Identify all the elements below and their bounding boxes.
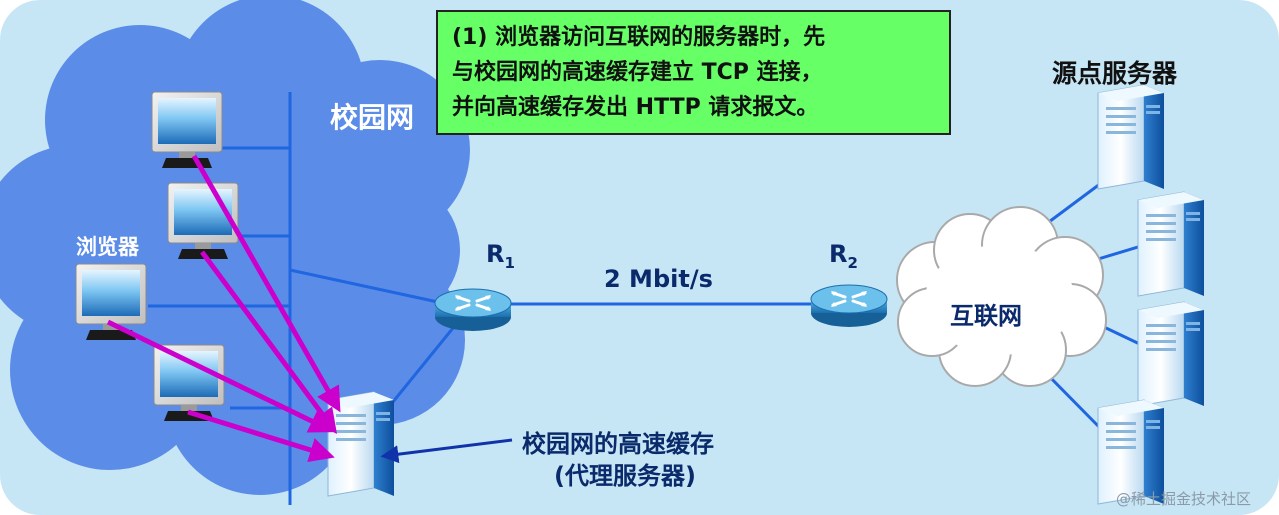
- browser-label: 浏览器: [76, 235, 139, 259]
- router-r2-icon: [809, 283, 889, 329]
- router-r2-letter: R: [829, 240, 848, 268]
- campus-network-label: 校园网: [330, 101, 415, 134]
- cache-label-line-1: 校园网的高速缓存: [522, 430, 714, 458]
- router-r1-label: R1: [486, 240, 515, 272]
- origin-server-label: 源点服务器: [1052, 59, 1178, 88]
- watermark: @稀土掘金技术社区: [1116, 490, 1252, 508]
- step-note: (1) 浏览器访问互联网的服务器时，先 与校园网的高速缓存建立 TCP 连接， …: [436, 10, 951, 135]
- cache-pointer-arrow: [380, 438, 513, 464]
- internet-cloud: [896, 206, 1107, 387]
- note-line-2: 与校园网的高速缓存建立 TCP 连接，: [452, 60, 823, 85]
- cache-label-line-2: (代理服务器): [554, 462, 696, 490]
- origin-server-icon: [1137, 301, 1205, 407]
- router-r1-subscript: 1: [504, 253, 515, 272]
- router-r2-label: R2: [829, 240, 858, 272]
- router-r1-letter: R: [486, 240, 505, 268]
- router-r2-subscript: 2: [847, 253, 858, 272]
- link-speed-label: 2 Mbit/s: [604, 265, 713, 293]
- note-line-1: (1) 浏览器访问互联网的服务器时，先: [452, 25, 826, 50]
- campus-backbone: [148, 92, 812, 505]
- note-line-3: 并向高速缓存发出 HTTP 请求报文。: [452, 95, 819, 120]
- internet-label: 互联网: [950, 302, 1022, 330]
- campus-cloud: [0, 0, 470, 495]
- origin-server-icon: [1137, 191, 1205, 297]
- origin-server-icon: [1097, 84, 1165, 190]
- request-arrows: [106, 154, 341, 463]
- router-r1-icon: [433, 287, 513, 333]
